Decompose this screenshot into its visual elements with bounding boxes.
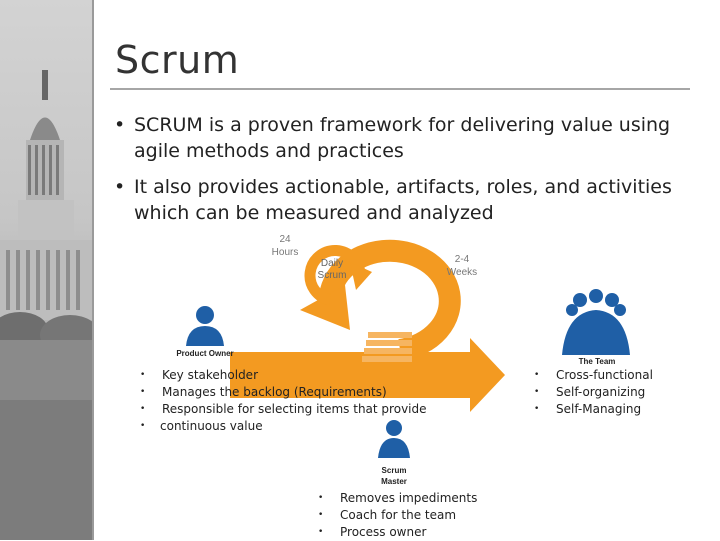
daily-scrum-label-line1: Daily [321, 258, 343, 269]
list-item: Self-Managing [534, 401, 674, 418]
team-label: The Team [579, 357, 616, 366]
sprint-backlog-label-line2: Backlog [374, 308, 410, 319]
scrum-master-label-line2: Master [381, 477, 407, 486]
title-divider [110, 88, 690, 90]
list-item: Self-organizing [534, 384, 674, 401]
list-item: Cross-functional [534, 367, 674, 384]
list-item: Removes impediments [318, 490, 518, 507]
bullet-item: SCRUM is a proven framework for deliveri… [114, 112, 704, 164]
hours-label-line2: Hours [272, 247, 299, 258]
product-owner-icon [186, 306, 224, 346]
list-item: Coach for the team [318, 507, 518, 524]
weeks-label-line1: 2-4 [455, 254, 470, 265]
bullet-item: It also provides actionable, artifacts, … [114, 174, 704, 226]
product-owner-list: Key stakeholder Manages the backlog (Req… [140, 367, 440, 435]
team-icon [562, 289, 630, 355]
bullet-list: SCRUM is a proven framework for deliveri… [114, 112, 704, 236]
product-owner-label: Product Owner [176, 349, 233, 358]
list-item: Key stakeholder [140, 367, 440, 384]
team-list: Cross-functional Self-organizing Self-Ma… [534, 367, 674, 418]
sprint-cycle-arrow [318, 239, 461, 361]
slide-title: Scrum [115, 38, 240, 82]
list-item: Responsible for selecting items that pro… [140, 401, 440, 418]
list-item: Manages the backlog (Requirements) [140, 384, 440, 401]
weeks-label-line2: Weeks [447, 267, 477, 278]
scrum-master-list: Removes impediments Coach for the team P… [318, 490, 518, 541]
hours-label-line1: 24 [279, 234, 291, 245]
sprint-backlog-label-line1: Sprint [379, 295, 405, 306]
daily-cycle-arrow [304, 245, 366, 306]
capitol-photo [0, 0, 94, 540]
daily-scrum-label-line2: Scrum [318, 270, 347, 281]
sprint-backlog-label-line3: Items [380, 321, 404, 332]
list-item-continuation: continuous value [140, 418, 440, 435]
scrum-master-label-line1: Scrum [382, 466, 407, 475]
backlog-stack [362, 332, 412, 362]
list-item: Process owner [318, 524, 518, 541]
